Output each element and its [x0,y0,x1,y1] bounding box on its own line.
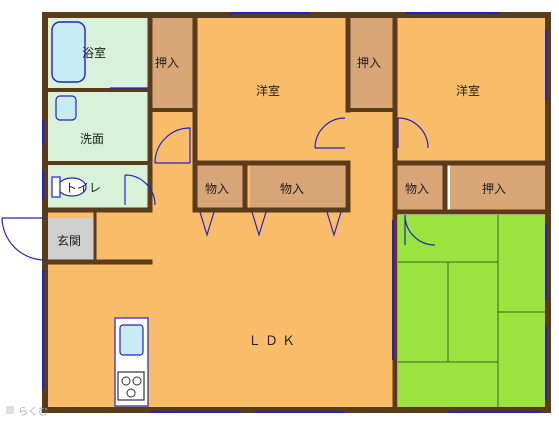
label-closet-3: 押入 [482,182,506,196]
label-ldk: ＬＤＫ [248,334,299,349]
label-washroom: 洗面 [80,132,104,146]
tatami-lines [398,215,548,410]
storage-2 [250,165,345,210]
fixtures [51,21,149,407]
label-closet-1: 押入 [155,56,179,70]
windows [42,12,547,413]
room-fills [45,15,548,410]
label-closet-2: 押入 [357,56,381,70]
room-labels: 浴室 押入 洋室 押入 洋室 洗面 トイレ 物入 物入 物入 押入 玄関 ＬＤＫ [57,45,506,349]
watermark-text: らくむ [18,406,48,418]
bathtub [51,21,86,83]
western-room-2 [395,15,548,163]
storage-3 [395,165,445,210]
label-toilet: トイレ [65,181,101,195]
label-western-2: 洋室 [456,83,480,98]
label-bath: 浴室 [82,45,106,60]
watermark: らくむ [6,406,48,418]
kitchen-sink [119,324,144,356]
doors [1,87,436,261]
label-western-1: 洋室 [256,83,280,98]
western-room-1 [195,15,348,163]
watermark-icon [6,406,14,414]
entrance-area [45,218,95,260]
closet-2 [348,15,395,110]
label-storage-1: 物入 [205,182,229,196]
stove [117,371,145,401]
walls [42,12,551,413]
storage-1 [195,165,245,210]
label-entrance: 玄関 [57,233,81,248]
closet-3 [450,165,548,210]
wash-basin [55,95,77,121]
label-storage-3: 物入 [405,182,429,196]
closet-1 [150,15,195,110]
label-storage-2: 物入 [280,182,304,196]
